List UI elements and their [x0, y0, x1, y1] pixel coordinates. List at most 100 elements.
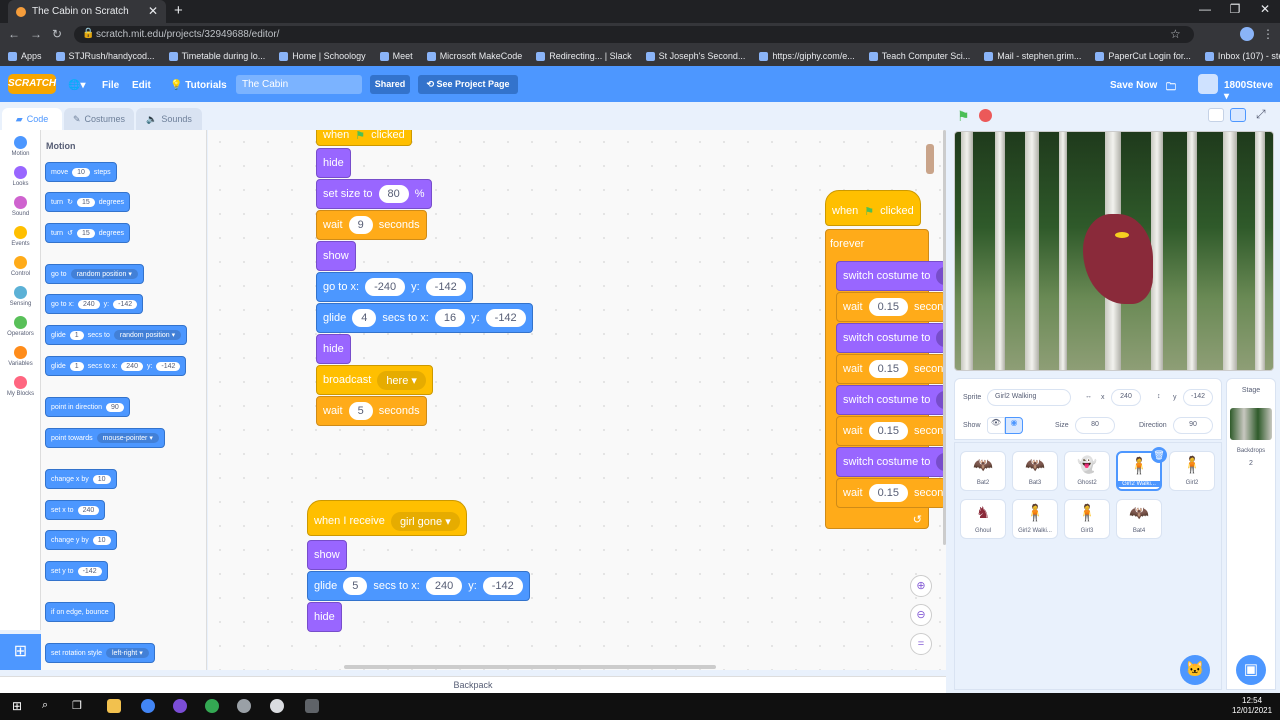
category-motion[interactable]: Motion — [0, 136, 41, 157]
block-input[interactable]: 90 — [105, 402, 124, 412]
chrome-profile-2-icon[interactable] — [205, 699, 219, 713]
bookmark-star-icon[interactable]: ☆ — [1170, 27, 1181, 41]
when-flag-clicked-hat[interactable]: when⚑clicked — [316, 130, 412, 146]
user-avatar[interactable] — [1198, 74, 1218, 94]
block-input[interactable]: 16 — [434, 309, 466, 327]
browser-tab[interactable]: The Cabin on Scratch ✕ — [8, 0, 166, 23]
block-dropdown[interactable]: left-right ▾ — [105, 648, 149, 658]
shared-button[interactable]: Shared — [370, 75, 410, 94]
task-view-icon[interactable]: ❐ — [72, 700, 82, 712]
block-input[interactable]: 0.15 — [868, 422, 908, 440]
block-input[interactable]: 240 — [425, 577, 463, 595]
block-input[interactable]: 10 — [92, 474, 111, 484]
broadcast-dropdown[interactable]: here ▾ — [377, 370, 426, 390]
ghoul-sprite[interactable] — [1083, 214, 1153, 304]
bookmark-item[interactable]: Meet — [379, 51, 413, 61]
sprite-tile-girl2-walking-2[interactable]: 🧍Girl2 Walki... — [1012, 499, 1058, 539]
sprite-tile-bat4[interactable]: 🦇Bat4 — [1116, 499, 1162, 539]
block-input[interactable]: -240 — [365, 278, 406, 296]
profile-avatar[interactable] — [1240, 27, 1254, 41]
windows-start-icon[interactable]: ⊞ — [12, 699, 23, 713]
new-tab-icon[interactable]: + — [174, 2, 183, 19]
zoom-reset-icon[interactable]: = — [910, 633, 932, 655]
add-extension-button[interactable]: ⊞ — [0, 634, 41, 670]
choose-sprite-button[interactable]: 🐱 — [1180, 655, 1210, 685]
app-icon-2[interactable] — [270, 699, 284, 713]
backpack[interactable]: Backpack — [0, 676, 946, 693]
switch-costume-block[interactable]: switch costume togi — [836, 447, 946, 477]
chrome-profile-icon[interactable] — [173, 699, 187, 713]
y-input[interactable]: -142 — [1183, 389, 1213, 406]
hide-block[interactable]: hide — [316, 334, 351, 364]
my-stuff-folder-icon[interactable]: 🗀 — [1166, 82, 1176, 93]
sprite-tile-girl3[interactable]: 🧍Girl3 — [1064, 499, 1110, 539]
size-input[interactable]: 80 — [1075, 417, 1115, 434]
small-stage-icon[interactable] — [1208, 108, 1224, 122]
project-title-input[interactable]: The Cabin — [236, 75, 362, 94]
back-icon[interactable]: ← — [8, 27, 20, 41]
block-input[interactable]: 0.15 — [868, 360, 908, 378]
palette-block-if-on-edge-bounce[interactable]: if on edge, bounce — [45, 602, 115, 622]
switch-costume-block[interactable]: switch costume togi — [836, 323, 946, 353]
zoom-out-icon[interactable]: ⊖ — [910, 604, 932, 626]
block-input[interactable]: -142 — [425, 278, 466, 296]
show-hidden-eye-icon[interactable]: ◉ — [1005, 417, 1023, 434]
block-input[interactable]: 240 — [77, 505, 100, 515]
edit-menu[interactable]: Edit — [132, 80, 151, 91]
block-input[interactable]: -142 — [485, 309, 526, 327]
sprite-tile-ghost2[interactable]: 👻Ghost2 — [1064, 451, 1110, 491]
block-input[interactable]: 15 — [76, 228, 95, 238]
browser-menu-icon[interactable]: ⋮ — [1262, 27, 1274, 41]
tutorials-button[interactable]: 💡 Tutorials — [170, 80, 227, 91]
bookmark-item[interactable]: Mail - stephen.grim... — [984, 51, 1081, 61]
hide-block[interactable]: hide — [307, 602, 342, 632]
palette-block-set-y[interactable]: set y to-142 — [45, 561, 108, 581]
category-operators[interactable]: Operators — [0, 316, 41, 337]
block-dropdown[interactable]: random position ▾ — [70, 269, 138, 279]
show-block[interactable]: show — [316, 241, 356, 271]
bookmark-item[interactable]: Home | Schoology — [279, 51, 366, 61]
close-window-icon[interactable]: ✕ — [1259, 2, 1271, 16]
horizontal-scrollbar[interactable] — [344, 665, 716, 669]
category-my-blocks[interactable]: My Blocks — [0, 376, 41, 397]
block-input[interactable]: 0.15 — [868, 484, 908, 502]
stage-backdrop-thumbnail[interactable] — [1230, 408, 1272, 440]
restore-icon[interactable]: ❐ — [1229, 2, 1241, 16]
block-input[interactable]: 240 — [77, 299, 100, 309]
green-flag-icon[interactable]: ⚑ — [957, 108, 970, 124]
close-tab-icon[interactable]: ✕ — [147, 4, 158, 18]
forward-icon[interactable]: → — [30, 27, 42, 41]
block-input[interactable]: 1 — [69, 330, 84, 340]
stop-icon[interactable] — [979, 109, 992, 122]
category-sound[interactable]: Sound — [0, 196, 41, 217]
vertical-scrollbar[interactable] — [943, 130, 946, 545]
large-stage-icon[interactable] — [1230, 108, 1246, 122]
tab-costumes[interactable]: ✎Costumes — [64, 108, 134, 130]
show-block[interactable]: show — [307, 540, 347, 570]
sprite-tile-girl2[interactable]: 🧍Girl2 — [1169, 451, 1215, 491]
username-menu[interactable]: 1800Steve ▾ — [1224, 80, 1273, 102]
save-now-button[interactable]: Save Now — [1110, 80, 1158, 91]
category-variables[interactable]: Variables — [0, 346, 41, 367]
sprite-name-input[interactable]: Girl2 Walking — [987, 389, 1071, 406]
block-input[interactable]: 0.15 — [868, 298, 908, 316]
